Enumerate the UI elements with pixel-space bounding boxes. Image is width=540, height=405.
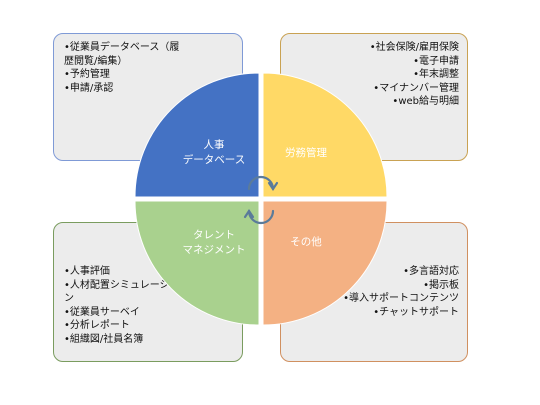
talent-quadrant-label: タレントマネジメント [183,229,246,256]
labor-item: •電子申請 [413,55,459,67]
talent-item: •組織図/社員名簿 [64,333,144,345]
talent-label-line: タレント [193,229,235,241]
other-item: •多言語対応 [403,266,459,277]
other-label-line: その他 [290,235,322,248]
other-quadrant [262,200,388,326]
labor-item: •社会保険/雇用保険 [369,42,459,53]
other-item: •チャットサポート [373,306,459,318]
talent-label-line: マネジメント [183,244,246,256]
hr-label-line: データベース [183,153,245,166]
hr-database-list: •従業員データベース（履 歴閲覧/編集） •予約管理 •申請/承認 [64,41,214,95]
talent-item: •人事評価 [64,266,110,277]
other-item: •掲示板 [423,279,459,291]
labor-item: •マイナンバー管理 [373,82,459,94]
other-features-list: •多言語対応 •掲示板 •導入サポートコンテンツ •チャットサポート [299,265,459,319]
hr-quadrant-label: 人事データベース [183,138,245,166]
hr-label-line: 人事 [204,138,225,151]
labor-quadrant [262,72,388,198]
labor-label-line: 労務管理 [285,146,327,159]
talent-item: •従業員サーベイ [64,306,140,318]
labor-quadrant-label: 労務管理 [285,146,327,159]
talent-management-list: •人事評価 •人材配置シミュレーショ ン•従業員サーベイ •分析レポート •組織図/社… [64,265,214,346]
hr-item: •従業員データベース（履 歴閲覧/編集） [64,42,180,67]
talent-item: •分析レポート [64,320,130,331]
talent-quadrant [134,200,260,326]
labor-management-list: •社会保険/雇用保険 •電子申請 •年末調整 •マイナンバー管理 •web給与明細 [299,41,459,109]
labor-item: •web給与明細 [392,96,459,107]
hr-item: •申請/承認 [64,82,114,94]
hr-quadrant [134,72,260,198]
labor-item: •年末調整 [413,69,459,80]
cycle-arrows-icon [243,175,279,225]
hr-item: •予約管理 [64,69,110,80]
other-item: •導入サポートコンテンツ [343,293,459,304]
other-quadrant-label: その他 [290,235,322,248]
talent-item: •人材配置シミュレーショ ン [64,279,180,305]
